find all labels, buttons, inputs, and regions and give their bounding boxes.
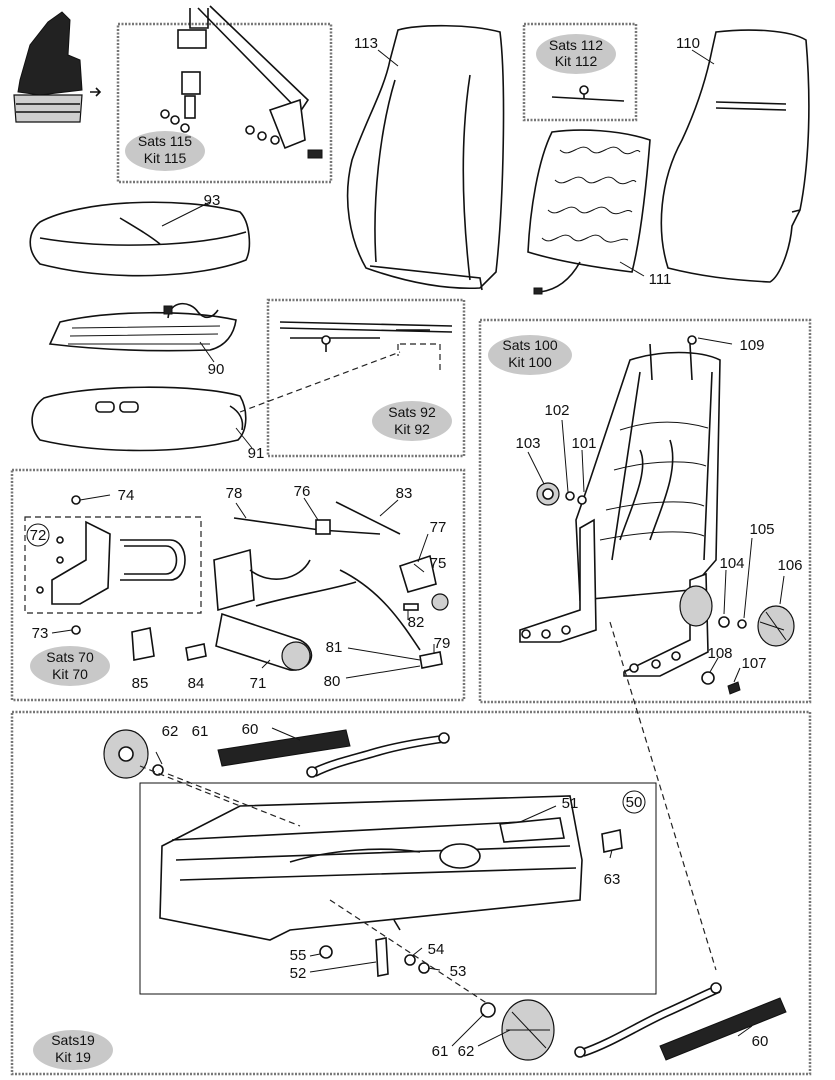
callout-93: 93 xyxy=(204,192,221,209)
callout-109: 109 xyxy=(739,337,764,354)
frame-base-assembly xyxy=(139,782,657,995)
callout-62-bottom: 62 xyxy=(458,1043,475,1060)
callout-105: 105 xyxy=(749,521,774,538)
svg-text:Sats 70: Sats 70 xyxy=(46,649,94,665)
callout-73: 73 xyxy=(32,625,49,642)
svg-text:Kit 115: Kit 115 xyxy=(144,150,187,166)
callout-53: 53 xyxy=(450,963,467,980)
seat-belt-assembly xyxy=(160,5,323,159)
callout-90: 90 xyxy=(208,361,225,378)
heating-pad-111 xyxy=(527,129,651,295)
kit-92-parts xyxy=(279,321,453,372)
kit-label-112: Sats 112 Kit 112 xyxy=(536,34,616,74)
frame-kit-112 xyxy=(522,22,638,122)
callout-54: 54 xyxy=(428,941,445,958)
callout-51: 51 xyxy=(562,795,579,812)
callout-75: 75 xyxy=(430,555,447,572)
svg-text:Kit 70: Kit 70 xyxy=(52,666,88,682)
seat-cushion-cover-93 xyxy=(29,201,251,277)
svg-text:Sats19: Sats19 xyxy=(51,1032,95,1048)
callout-79: 79 xyxy=(434,635,451,652)
callout-72: 72 xyxy=(30,527,47,544)
callout-50: 50 xyxy=(626,794,643,811)
frame-kit-100 xyxy=(478,318,812,704)
svg-text:Sats 115: Sats 115 xyxy=(138,133,192,149)
callout-82: 82 xyxy=(408,614,425,631)
callout-108: 108 xyxy=(707,645,732,662)
callout-101: 101 xyxy=(571,435,596,452)
callout-71: 71 xyxy=(250,675,267,692)
callout-106: 106 xyxy=(777,557,802,574)
callout-61-top: 61 xyxy=(192,723,209,740)
svg-text:Kit 19: Kit 19 xyxy=(55,1049,91,1065)
compressor-kit-70 xyxy=(36,495,449,671)
kit-112-bar xyxy=(551,85,625,102)
callout-113: 113 xyxy=(354,35,378,52)
callout-55: 55 xyxy=(290,947,307,964)
complete-seat-thumbnail xyxy=(13,11,102,123)
kit-label-70: Sats 70 Kit 70 xyxy=(30,646,110,686)
callout-52: 52 xyxy=(290,965,307,982)
callout-111: 111 xyxy=(649,271,672,288)
circle-50 xyxy=(622,790,646,814)
callout-104: 104 xyxy=(719,555,744,572)
kit-100-small-parts xyxy=(536,335,795,695)
callout-102: 102 xyxy=(544,402,569,419)
callout-103: 103 xyxy=(515,435,540,452)
frame-kit-70 xyxy=(10,468,466,702)
backrest-frame xyxy=(519,343,721,677)
svg-text:Kit 92: Kit 92 xyxy=(394,421,430,437)
kit-label-92: Sats 92 Kit 92 xyxy=(372,401,452,441)
leader-dashes xyxy=(139,621,717,1005)
kit-label-19: Sats19 Kit 19 xyxy=(33,1030,113,1070)
callout-85: 85 xyxy=(132,675,149,692)
frame-fixing-kit-72 xyxy=(24,516,202,614)
svg-text:Sats 100: Sats 100 xyxy=(502,337,557,353)
callout-60-bottom: 60 xyxy=(752,1033,769,1050)
callout-76: 76 xyxy=(294,483,311,500)
svg-text:Kit 100: Kit 100 xyxy=(508,354,552,370)
frame-kit-92 xyxy=(266,298,466,458)
callout-77: 77 xyxy=(430,519,447,536)
callout-numbers: 113 110 93 111 90 91 109 102 103 101 105… xyxy=(30,35,803,1060)
svg-text:Kit 112: Kit 112 xyxy=(555,53,598,69)
callout-91: 91 xyxy=(248,445,265,462)
callout-107: 107 xyxy=(741,655,766,672)
svg-text:Sats 92: Sats 92 xyxy=(388,404,436,420)
backrest-cover-113 xyxy=(346,24,505,291)
frame-kit-115 xyxy=(116,22,333,184)
lower-adjust-parts xyxy=(480,982,787,1061)
circle-72 xyxy=(26,523,50,547)
callout-80: 80 xyxy=(324,673,341,690)
callout-63: 63 xyxy=(604,871,621,888)
callout-60-top: 60 xyxy=(242,721,259,738)
kit-label-115: Sats 115 Kit 115 xyxy=(125,131,205,171)
callout-78: 78 xyxy=(226,485,243,502)
frame-kit-19 xyxy=(10,710,812,1076)
callout-84: 84 xyxy=(188,675,205,692)
callout-74: 74 xyxy=(118,487,135,504)
heating-pad-90 xyxy=(48,302,237,352)
callout-61-bottom: 61 xyxy=(432,1043,449,1060)
seat-cushion-91 xyxy=(31,351,401,452)
base-assembly xyxy=(103,729,623,977)
callout-110: 110 xyxy=(676,35,700,52)
callout-83: 83 xyxy=(396,485,413,502)
callout-leaders xyxy=(51,49,785,1047)
callout-81: 81 xyxy=(326,639,343,656)
backrest-cover-110 xyxy=(660,29,810,283)
svg-text:Sats 112: Sats 112 xyxy=(549,37,603,53)
kit-label-100: Sats 100 Kit 100 xyxy=(488,335,572,375)
callout-62-top: 62 xyxy=(162,723,179,740)
